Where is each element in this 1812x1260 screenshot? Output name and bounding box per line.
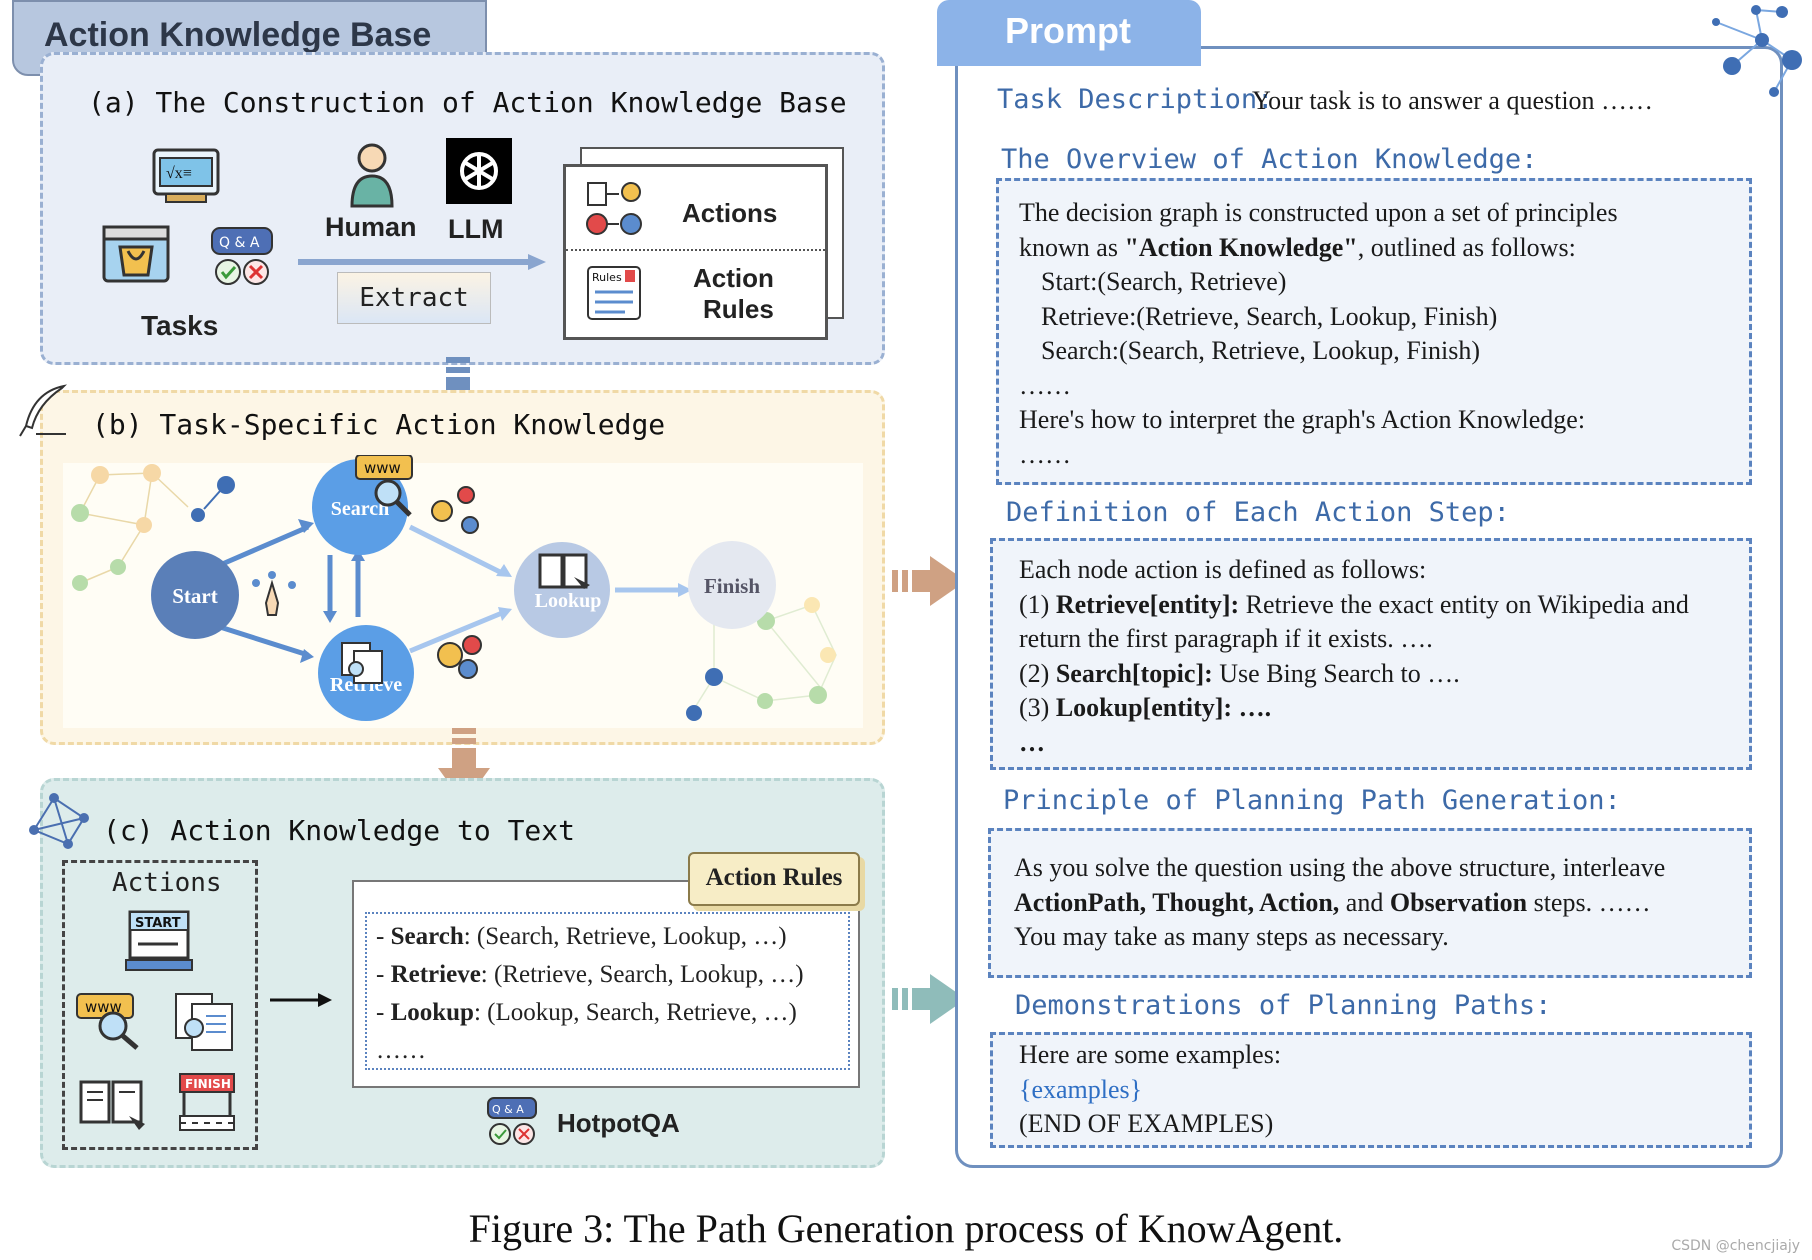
extract-arrow — [298, 252, 550, 272]
shopping-icon — [102, 225, 170, 285]
extract-label: Extract — [337, 272, 491, 324]
llm-label: LLM — [448, 214, 504, 244]
prompt-tab: Prompt — [937, 0, 1201, 66]
overview-text: The decision graph is constructed upon a… — [1019, 198, 1618, 469]
llm-logo-icon — [446, 138, 512, 204]
svg-text:Q & A: Q & A — [219, 235, 260, 251]
start-sign-text: START — [135, 916, 181, 931]
actions-flow-icon — [585, 180, 645, 238]
start-node — [151, 551, 239, 639]
formula-icon: √x≡ — [152, 148, 220, 204]
hotpotqa-badge-text: Q & A — [492, 1103, 524, 1116]
lookup-node-label: Lookup — [535, 590, 602, 612]
definition-head: Definition of Each Action Step: — [1006, 497, 1510, 528]
watermark: CSDN @chencjiajy — [1671, 1238, 1800, 1254]
task-description-head: Task Description: — [997, 84, 1274, 115]
svg-text:√x≡: √x≡ — [166, 165, 192, 182]
finish-node-label: Finish — [704, 574, 760, 598]
hotpotqa-label: HotpotQA — [557, 1108, 680, 1138]
panel-c-title: (c) Action Knowledge to Text — [103, 814, 576, 847]
rules-doc-icon: Rules — [585, 264, 645, 322]
hotpotqa-icon: Q & A — [486, 1096, 538, 1146]
gears-icon-2 — [437, 635, 482, 679]
rules-list: - Search: (Search, Retrieve, Lookup, …) … — [376, 918, 804, 1070]
finish-sign-icon: FINISH — [176, 1072, 238, 1134]
rule-search: - Search: (Search, Retrieve, Lookup, …) — [376, 923, 787, 950]
human-icon — [348, 142, 396, 208]
open-book-icon — [77, 1076, 145, 1132]
lookup-book-icon — [538, 553, 590, 589]
definition-text: Each node action is defined as follows: … — [1019, 555, 1689, 757]
retrieve-node-label: Retrieve — [330, 674, 402, 696]
demonstrations-text: Here are some examples: {examples} (END … — [1019, 1040, 1282, 1138]
rules-ellipsis: …… — [376, 1037, 426, 1064]
panel-b-title: (b) Task-Specific Action Knowledge — [92, 408, 666, 441]
principle-text: As you solve the question using the abov… — [1014, 853, 1666, 951]
rules-icon-text: Rules — [592, 271, 622, 284]
action-rules-tab: Action Rules — [688, 852, 860, 906]
prompt-tab-label: Prompt — [1005, 10, 1131, 51]
click-hand-icon — [252, 571, 296, 616]
action-rules-tab-label: Action Rules — [705, 864, 843, 891]
human-label: Human — [325, 212, 417, 242]
overview-box — [996, 178, 1752, 485]
retrieve-docs-icon — [172, 990, 238, 1052]
www-search-icon: www — [75, 990, 143, 1050]
start-node-label: Start — [172, 584, 218, 608]
arrow-to-prompt-brown — [892, 556, 972, 606]
qa-icon: Q & A — [210, 226, 274, 288]
header-title: Action Knowledge Base — [44, 16, 432, 54]
actions-box-title: Actions — [112, 868, 222, 898]
examples-placeholder: {examples} — [1019, 1074, 1143, 1104]
finish-node — [688, 541, 776, 629]
search-node-label: Search — [331, 498, 390, 520]
demonstrations-box — [990, 1032, 1752, 1148]
start-sign-icon: START — [124, 910, 194, 972]
figure-caption: Figure 3: The Path Generation process of… — [468, 1206, 1344, 1251]
overview-head: The Overview of Action Knowledge: — [1001, 144, 1538, 175]
rule-retrieve: - Retrieve: (Retrieve, Search, Lookup, …… — [376, 961, 804, 988]
panel-a-title: (a) The Construction of Action Knowledge… — [88, 86, 847, 119]
rule-lookup: - Lookup: (Lookup, Search, Retrieve, …) — [376, 999, 797, 1026]
quill-icon — [16, 382, 72, 438]
principle-box — [988, 828, 1752, 978]
action-rules-label-2: Rules — [703, 294, 774, 324]
rules-document — [352, 880, 860, 1088]
actions-card-label: Actions — [682, 198, 778, 228]
deco-node-group-left — [71, 464, 235, 591]
action-graph: Start Search Retrieve Lookup Finish www — [60, 454, 860, 735]
www-sign-text: www — [85, 998, 122, 1016]
action-rules-label-1: Action — [693, 263, 774, 293]
tasks-label: Tasks — [141, 310, 219, 341]
rules-list-box — [365, 912, 850, 1070]
retrieve-doc-icon — [341, 642, 383, 684]
card-divider — [566, 249, 825, 251]
network-decoration-icon — [1702, 0, 1806, 104]
task-description-text: Your task is to answer a question …… — [1252, 86, 1654, 115]
www-label: www — [364, 459, 401, 477]
demonstrations-head: Demonstrations of Planning Paths: — [1015, 990, 1552, 1021]
to-rules-arrow — [270, 990, 336, 1010]
arrow-to-prompt-teal — [892, 974, 972, 1024]
finish-sign-text: FINISH — [185, 1077, 231, 1091]
definition-box — [990, 538, 1752, 770]
principle-head: Principle of Planning Path Generation: — [1003, 785, 1621, 816]
www-magnifier-icon: www — [355, 454, 413, 517]
network-icon — [28, 790, 92, 850]
gears-icon — [431, 486, 479, 534]
actions-box — [62, 860, 258, 1150]
